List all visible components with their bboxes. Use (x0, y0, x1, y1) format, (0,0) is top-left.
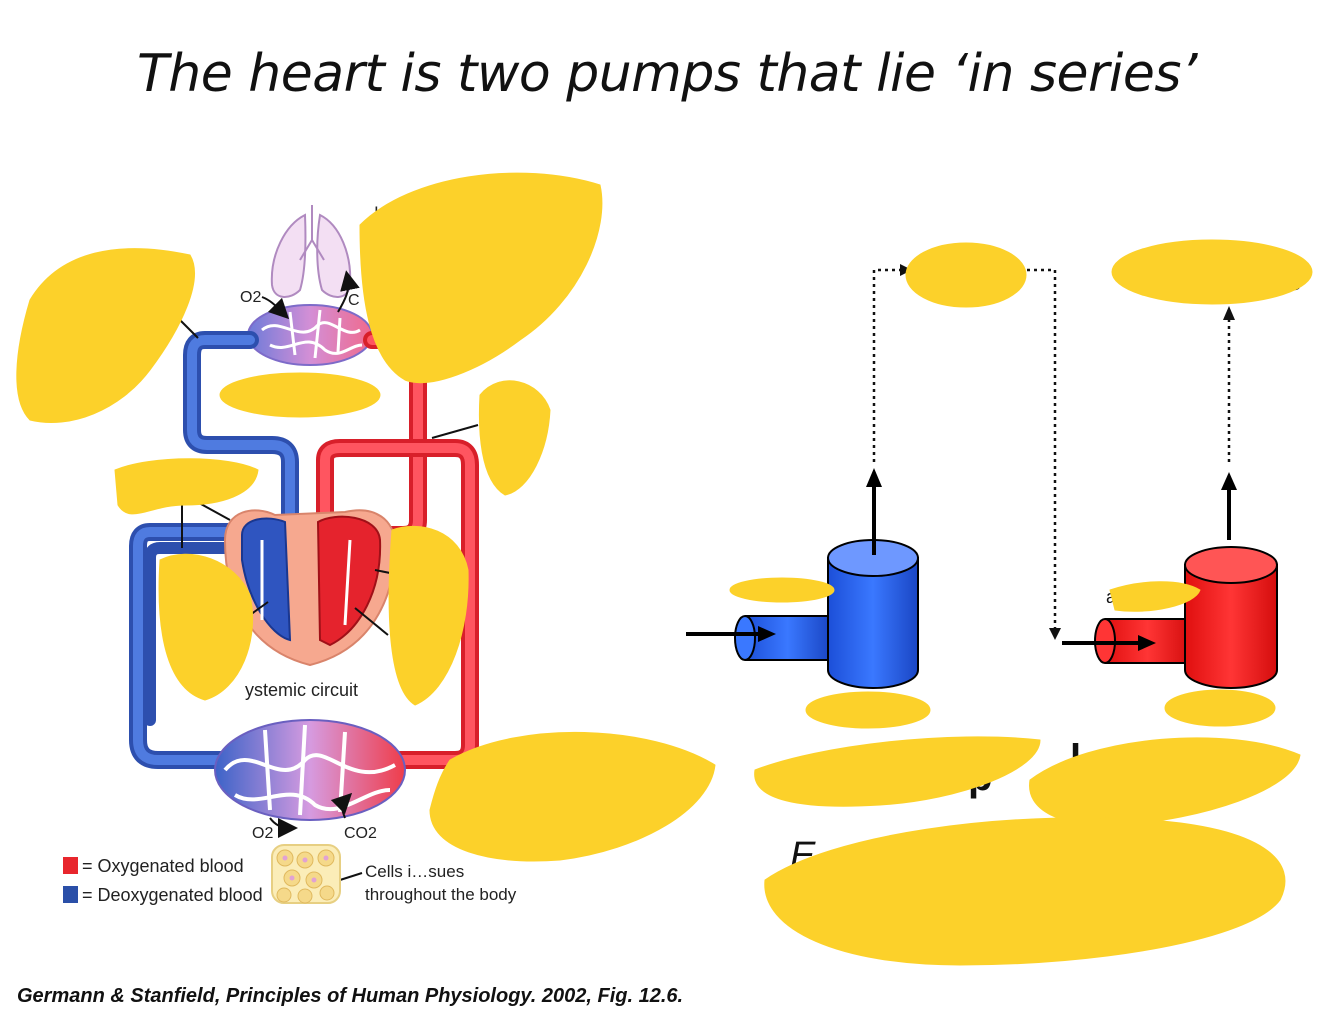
right-pump (735, 540, 918, 688)
legend-label-oxygenated: = Oxygenated blood (82, 856, 244, 876)
legend-swatch-deoxygenated (63, 886, 78, 903)
legend-swatch-oxygenated (63, 857, 78, 874)
o2-lungs-label: O2 (240, 289, 261, 306)
lungs-icon (272, 205, 350, 297)
cells-label-line1: Cells i…sues (365, 862, 464, 881)
co2-lungs-label: C (348, 292, 360, 309)
citation: Germann & Stanfield, Principles of Human… (17, 985, 683, 1008)
legend-label-deoxygenated: = Deoxygenated blood (82, 885, 263, 905)
highlighter-redactions (17, 173, 1312, 965)
co2-tissues-label: CO2 (344, 825, 377, 842)
left-pump (1095, 547, 1277, 688)
legend: = Oxygenated blood = Deoxygenated blood (63, 856, 263, 905)
o2-tissues-label: O2 (252, 825, 273, 842)
pulmonary-capillary-bed (248, 305, 372, 365)
systemic-circuit-label: ystemic circuit (245, 680, 358, 700)
cells-label-line2: throughout the body (365, 885, 517, 904)
tissue-cells-icon (272, 845, 340, 903)
